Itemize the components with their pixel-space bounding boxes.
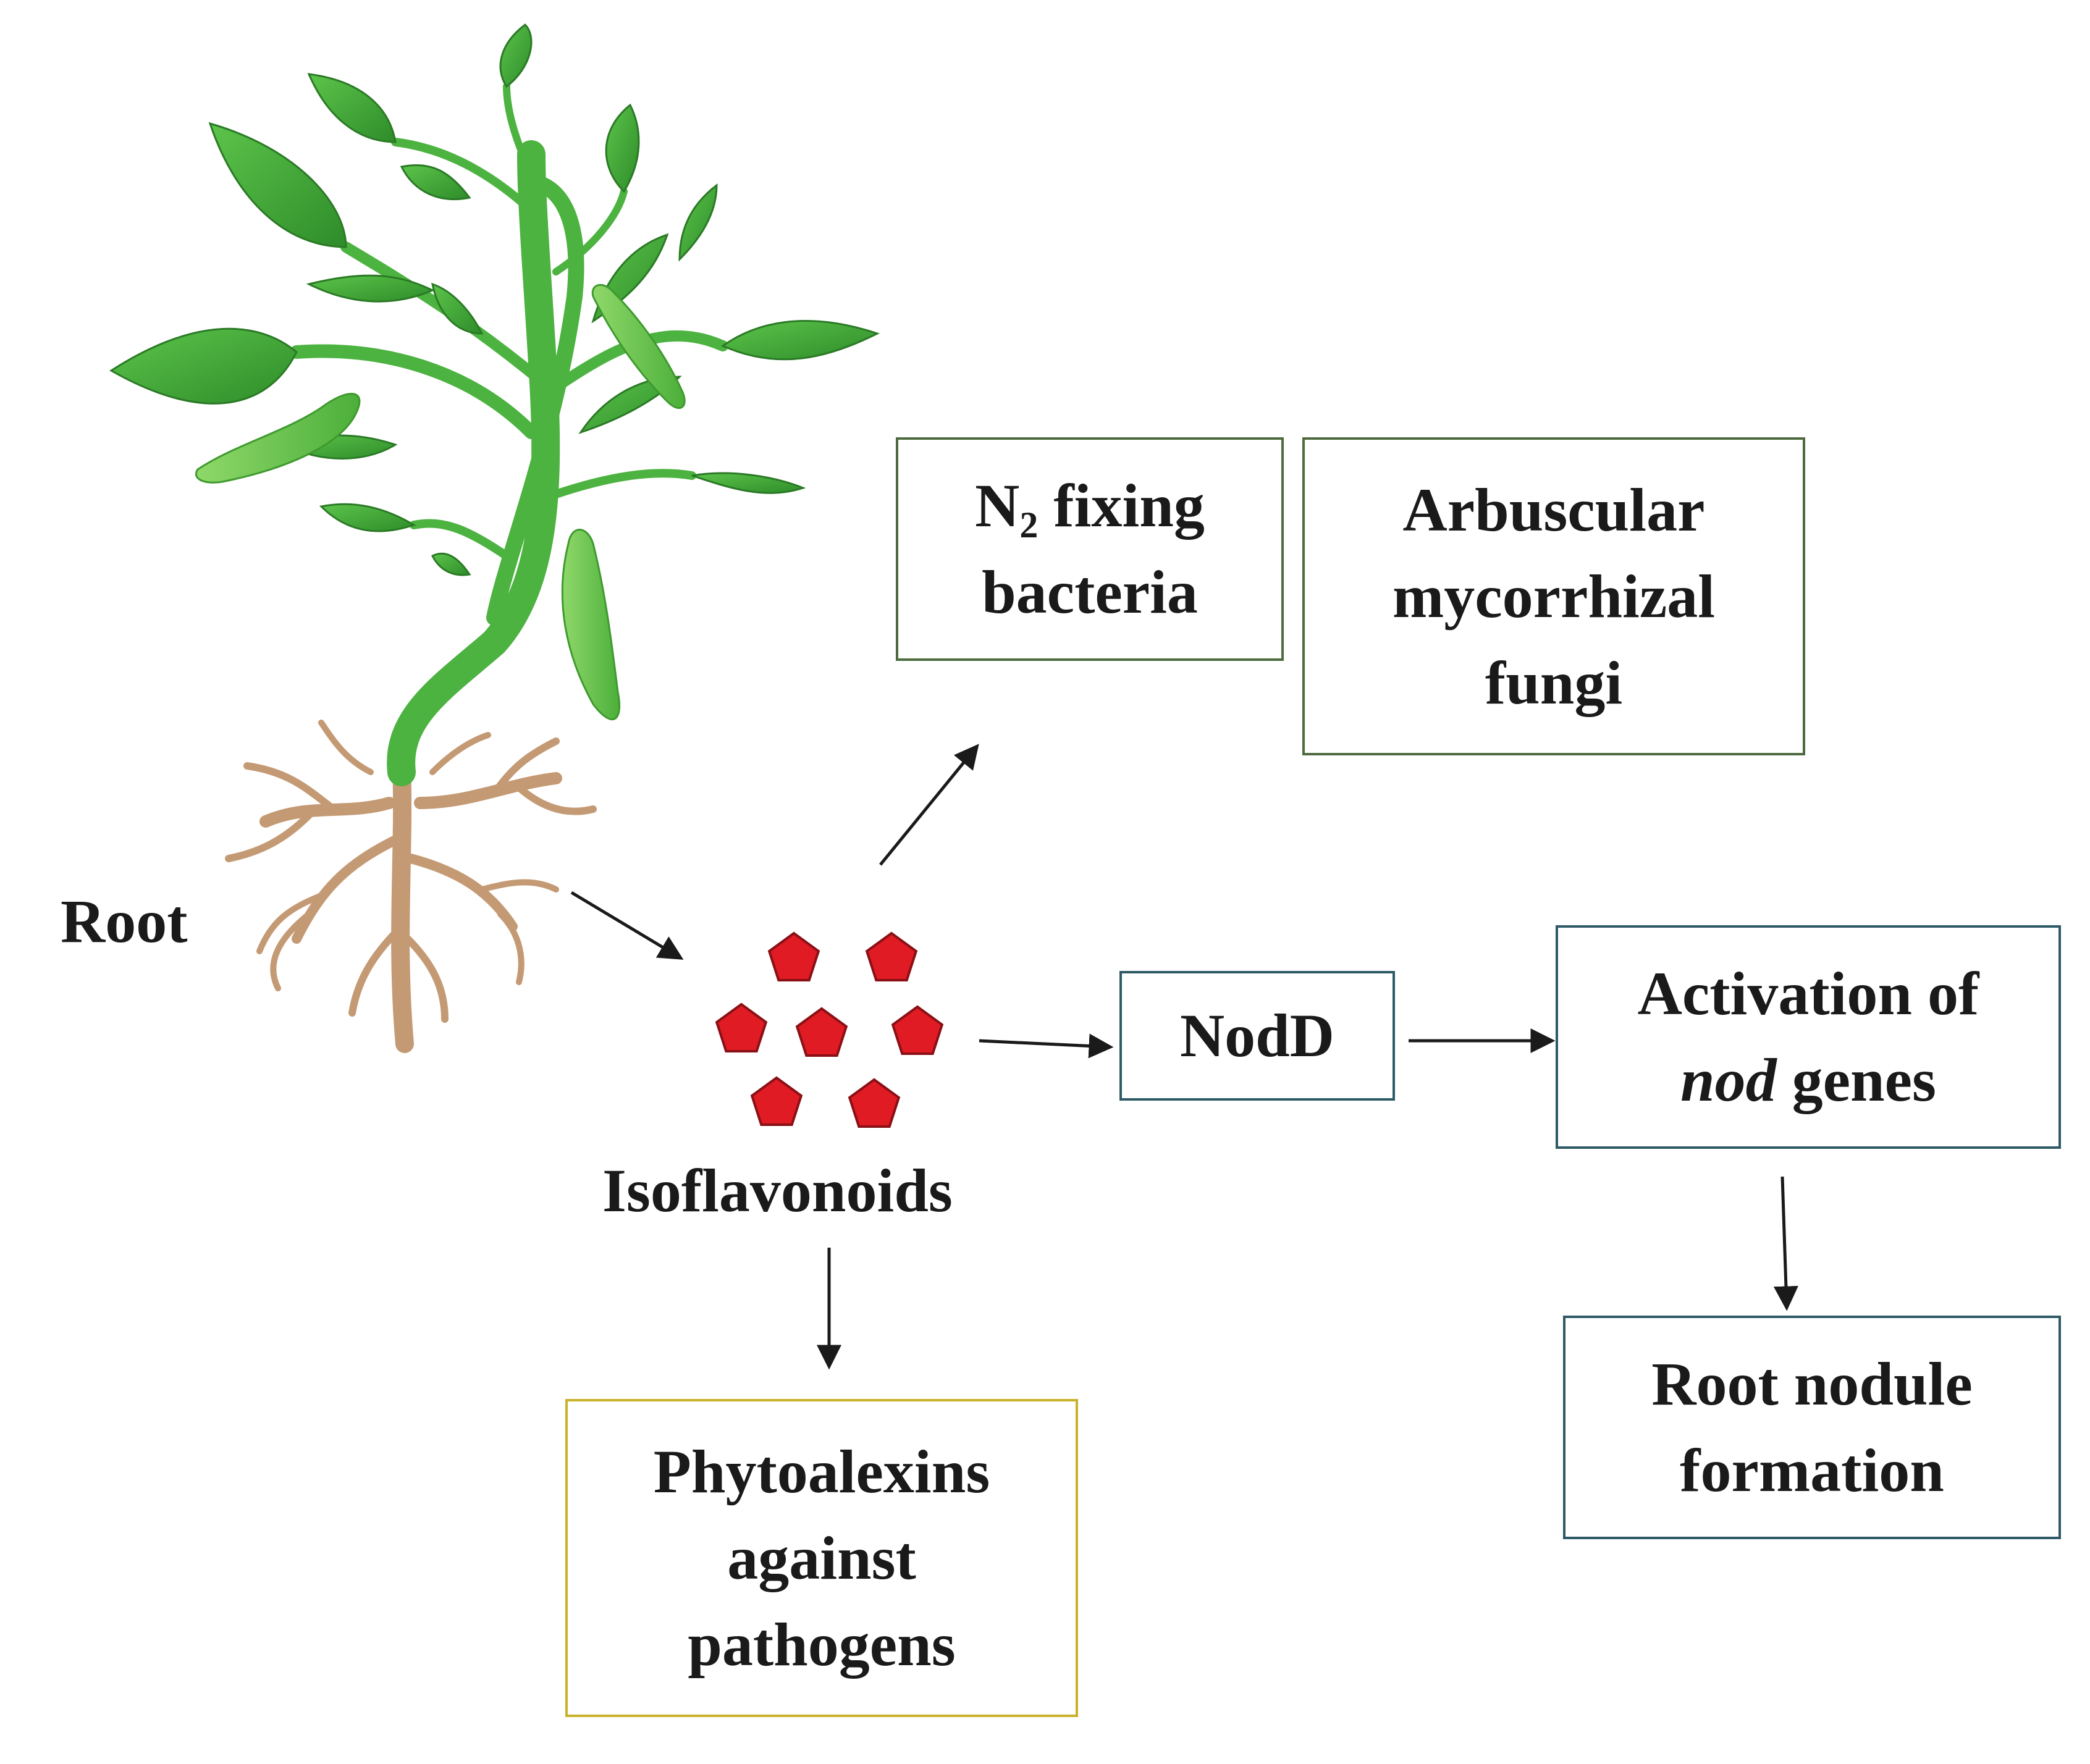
- root-label: Root: [61, 887, 188, 956]
- n2-subscript: 2: [1019, 505, 1039, 545]
- plant-stems: [290, 83, 728, 786]
- soybean-pods: [195, 284, 686, 721]
- phytoalexins-line3: pathogens: [688, 1610, 956, 1679]
- arbuscular-line2: mycorrhizal: [1392, 561, 1716, 631]
- plant-root-system: [225, 720, 597, 1053]
- arrow-isoflavonoids-to-n2-fixing: [879, 744, 979, 866]
- arbuscular-mycorrhizal-fungi-box: Arbuscular mycorrhizal fungi: [1302, 437, 1805, 755]
- nodd-box: NodD: [1119, 971, 1395, 1101]
- isoflavonoid-molecule-5: [891, 1005, 944, 1055]
- isoflavonoid-molecule-6: [750, 1076, 803, 1126]
- nodule-line2: formation: [1680, 1436, 1944, 1505]
- arrow-root-to-isoflavonoids: [570, 891, 684, 960]
- phytoalexins-line2: against: [727, 1523, 916, 1592]
- isoflavonoid-molecule-3: [715, 1002, 768, 1052]
- arbuscular-line1: Arbuscular: [1402, 475, 1705, 544]
- activation-line1: Activation of: [1637, 959, 1979, 1028]
- isoflavonoid-molecule-7: [848, 1078, 901, 1128]
- nod-italic-text: nod: [1680, 1046, 1777, 1114]
- n2-fixing-line2: bacteria: [982, 558, 1198, 626]
- isoflavonoid-molecule-1: [767, 931, 820, 981]
- soybean-plant-illustration: [109, 23, 880, 1053]
- arbuscular-line3: fungi: [1485, 648, 1623, 717]
- phytoalexins-line1: Phytoalexins: [653, 1437, 990, 1506]
- phytoalexins-box: Phytoalexins against pathogens: [565, 1399, 1078, 1717]
- root-nodule-formation-box: Root nodule formation: [1563, 1316, 2061, 1539]
- nodule-line1: Root nodule: [1651, 1350, 1973, 1418]
- n2-fixing-bacteria-box: N2 fixing bacteria: [896, 437, 1284, 661]
- isoflavonoid-molecule-2: [865, 931, 918, 981]
- arrow-activation-to-nodule: [1773, 1176, 1798, 1311]
- plant-leaves: [109, 23, 880, 576]
- isoflavonoids-label: Isoflavonoids: [602, 1156, 953, 1225]
- activation-of-nod-genes-box: Activation of nod genes: [1556, 925, 2061, 1149]
- n2-fixing-line1: N2 fixing: [975, 471, 1205, 545]
- isoflavonoid-molecules: [715, 931, 944, 1128]
- nodd-line1: NodD: [1179, 1001, 1335, 1070]
- isoflavonoid-molecule-4: [795, 1007, 848, 1057]
- arrow-isoflavonoids-to-nodd: [979, 1033, 1114, 1059]
- activation-line2: nod genes: [1680, 1046, 1936, 1114]
